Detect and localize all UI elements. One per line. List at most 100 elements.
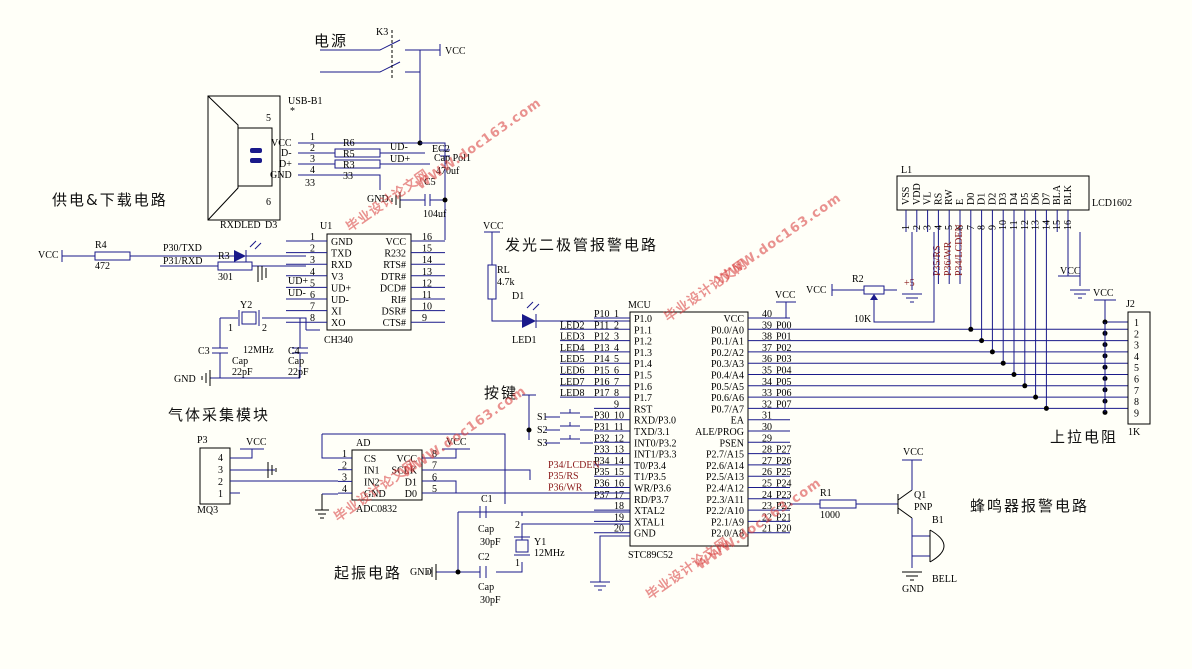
ch340-right-pin-num: 12 (422, 278, 432, 289)
ch340-left-pin-num: 4 (310, 267, 315, 278)
mcu-left-pin-label: P1.4 (634, 359, 652, 370)
ch340-left-pin-label: RXD (331, 260, 352, 271)
lcd-pin-label: BLA (1052, 184, 1063, 205)
lcd-pin-label: D5 (1020, 193, 1031, 205)
lcd-pin-num: 5 (944, 225, 955, 230)
mcu-right-pin-label: P0.6/A6 (711, 393, 744, 404)
mcu-left-pin-label: XTAL1 (634, 517, 665, 528)
adc-left-pin-label: IN1 (364, 466, 380, 477)
svg-text:+5: +5 (904, 278, 915, 289)
adc-right-pin-num: 6 (432, 472, 437, 483)
mcu-left-pin-num: 1 (614, 309, 619, 320)
usb-star: * (290, 106, 295, 117)
mcu-left-pin-num: 8 (614, 388, 619, 399)
capacitor-ec2-c5: EC2 Cap Pol1 470uf C5 104uf GND (367, 142, 471, 240)
lcd-data-junction (968, 326, 974, 332)
svg-text:D3: D3 (265, 220, 277, 231)
mcu-right-pin-num: 38 (762, 332, 772, 343)
svg-text:12MHz: 12MHz (243, 345, 274, 356)
lcd-pin-num: 2 (912, 225, 923, 230)
svg-text:R3: R3 (343, 160, 355, 171)
lcd1602: L1 LCD1602 VSS1VDD2VL3RS4RW5E6D07D18D29D… (806, 165, 1132, 411)
section-title-led-alarm: 发光二极管报警电路 (505, 236, 658, 254)
lcd-pin-label: D1 (977, 193, 988, 205)
mcu-left-net: P15 (594, 366, 610, 377)
ch340-left-pin-num: 1 (310, 232, 315, 243)
adc-left-pin-label: GND (364, 489, 386, 500)
ch340-left-pin-label: V3 (331, 272, 343, 283)
mcu-right-net: P25 (776, 467, 792, 478)
section-title-supply-download: 供电&下载电路 (52, 191, 168, 209)
mcu-left-net: P30 (594, 411, 610, 422)
lcd-pin-label: BLK (1063, 184, 1074, 205)
p3-net-label: P34/LCDEN (548, 460, 600, 471)
mcu-right-net: P27 (776, 445, 792, 456)
mcu-part: STC89C52 (628, 550, 673, 561)
svg-text:D1: D1 (512, 291, 524, 302)
mcu-right-net: P23 (776, 490, 792, 501)
section-title-oscillator: 起振电路 (334, 564, 402, 582)
ch340-right-pin-num: 15 (422, 244, 432, 255)
svg-text:RXDLED: RXDLED (220, 220, 261, 231)
adc-right-pin-label: D1 (405, 477, 417, 488)
svg-text:R1: R1 (820, 488, 832, 499)
svg-text:Cap: Cap (478, 524, 494, 535)
mcu-left-pin-num: 14 (614, 456, 624, 467)
lcd-pin-label: D6 (1031, 193, 1042, 205)
mcu-left-pin-num: 5 (614, 354, 619, 365)
mcu-left-pin-label: P1.2 (634, 337, 652, 348)
svg-text:C5: C5 (424, 177, 436, 188)
ch340-right-pin-label: DSR# (382, 307, 406, 318)
mcu-right-pin-label: P2.0/A8 (711, 529, 744, 540)
svg-text:R3: R3 (218, 251, 230, 262)
section-title-buzzer: 蜂鸣器报警电路 (970, 497, 1089, 515)
mcu-left-net: P11 (594, 320, 609, 331)
lcd-pin-num: 9 (987, 225, 998, 230)
r6-ref: R6 (343, 138, 355, 149)
mcu-right-pin-num: 28 (762, 445, 772, 456)
lcd-pin-num: 1 (901, 225, 912, 230)
adc-right-pin-label: SCLK (391, 466, 417, 477)
svg-text:ADC0832: ADC0832 (356, 504, 397, 515)
mcu-right-pin-num: 24 (762, 490, 772, 501)
lcd-data-junction (1011, 372, 1017, 377)
mcu-right-net: P06 (776, 388, 792, 399)
mcu-right-pin-label: P0.4/A4 (711, 371, 744, 382)
lcd-pin-num: 3 (923, 225, 934, 230)
svg-text:4: 4 (310, 165, 315, 176)
mcu-left-pin-label: RST (634, 404, 652, 415)
mcu-right-pin-num: 35 (762, 366, 772, 377)
lcd-pin-label: VDD (912, 183, 923, 205)
svg-text:12MHz: 12MHz (534, 548, 565, 559)
mcu-right-pin-label: P0.1/A1 (711, 337, 744, 348)
svg-text:AD: AD (356, 438, 370, 449)
svg-text:Cap: Cap (288, 356, 304, 367)
mcu-right-net: P05 (776, 377, 792, 388)
adc-left-pin-num: 3 (342, 472, 347, 483)
svg-text:VCC: VCC (483, 221, 504, 232)
lcd-pin-num: 16 (1063, 220, 1074, 230)
j2-pin-num: 3 (1134, 341, 1139, 352)
mcu-right-pin-num: 22 (762, 512, 772, 523)
mcu-left-net: P16 (594, 377, 610, 388)
usb-pin-gnd: GND (270, 170, 292, 181)
crystal-y2: Y2 1 2 12MHz C3 C4 Cap Cap 22pF 22pF GND (174, 300, 320, 386)
svg-text:P31/RXD: P31/RXD (163, 256, 202, 267)
mcu-left-net: P12 (594, 332, 610, 343)
mcu-right-pin-num: 30 (762, 422, 772, 433)
mcu-right-net: P26 (776, 456, 792, 467)
ch340-left-pin-num: 5 (310, 278, 315, 289)
usb-ref: USB-B1 (288, 96, 322, 107)
svg-text:4.7k: 4.7k (497, 277, 515, 288)
mcu-right-pin-label: ALE/PROG (695, 427, 744, 438)
ch340-right-pin-label: VCC (385, 237, 406, 248)
j2-pin-num: 8 (1134, 397, 1139, 408)
mcu-right-net: P04 (776, 366, 792, 377)
mcu-left-net: P32 (594, 433, 610, 444)
mcu-left-pin-label: P1.0 (634, 314, 652, 325)
ch340-right-pin-num: 9 (422, 313, 427, 324)
svg-text:GND: GND (367, 194, 389, 205)
mcu-left-pin-num: 4 (614, 343, 619, 354)
mcu-left-pin-label: XTAL2 (634, 506, 665, 517)
led-net-label: LED6 (560, 366, 584, 377)
